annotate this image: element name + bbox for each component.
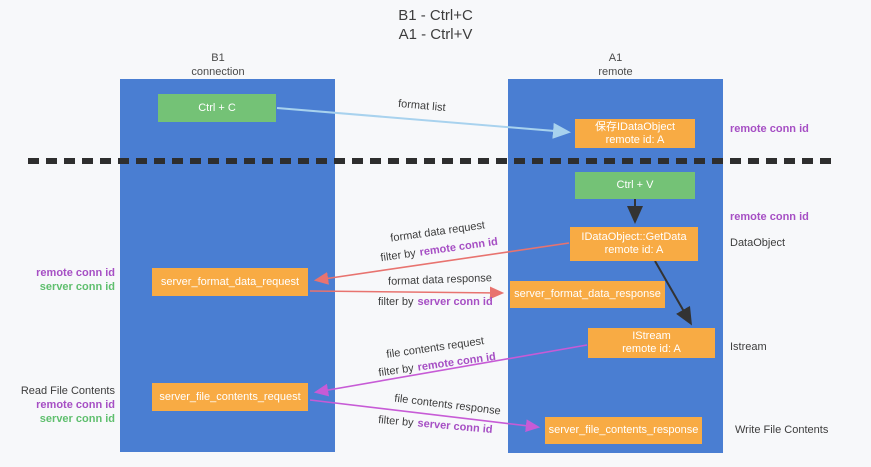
node-save-idataobject-line1: 保存IDataObject (594, 120, 676, 133)
label-server-conn-id-left2: server conn id (39, 413, 115, 425)
node-istream-line2: remote id: A (622, 343, 681, 355)
label-remote-conn-id-top: remote conn id (730, 123, 809, 135)
left-column-subtitle: connection (191, 66, 245, 78)
label-write-file-contents: Write File Contents (735, 424, 829, 436)
filter-server-conn-id: server conn id (417, 296, 493, 308)
node-server-file-contents-request-label: server_file_contents_request (159, 390, 301, 403)
arrow-format-data-request (313, 242, 570, 285)
arrow-getdata-to-istream (654, 260, 692, 326)
filter-by-text: filter by (378, 296, 414, 308)
label-remote-conn-id-mid: remote conn id (730, 211, 809, 223)
label-dataobject: DataObject (730, 237, 786, 249)
node-server-file-contents-response-label: server_file_contents_response (548, 424, 699, 436)
title-line-2: A1 - Ctrl+V (398, 26, 473, 43)
arrow-format-list (276, 107, 571, 139)
node-server-file-contents-response: server_file_contents_response (545, 417, 702, 444)
right-column-name: A1 (608, 52, 623, 64)
node-save-idataobject: 保存IDataObject remote id: A (575, 119, 695, 148)
node-ctrl-v: Ctrl + V (575, 172, 695, 199)
label-remote-conn-id-left2: remote conn id (36, 399, 115, 411)
label-server-conn-id-left: server conn id (39, 281, 115, 293)
dashed-separator-line (28, 158, 838, 164)
left-column-header: B1 connection (120, 51, 316, 79)
title-line-1: B1 - Ctrl+C (398, 7, 473, 24)
node-idataobject-getdata: IDataObject::GetData remote id: A (570, 227, 698, 261)
node-istream: IStream remote id: A (588, 328, 715, 358)
node-server-format-data-response: server_format_data_response (510, 281, 665, 308)
label-read-file-contents: Read File Contents (20, 385, 115, 397)
node-istream-line1: IStream (632, 330, 671, 342)
arrow-format-data-response (309, 286, 505, 300)
page-title: B1 - Ctrl+C A1 - Ctrl+V (0, 6, 871, 44)
left-column-name: B1 (211, 52, 225, 64)
node-getdata-line2: remote id: A (604, 244, 664, 256)
label-istream: Istream (730, 341, 767, 353)
right-column-subtitle: remote (598, 66, 633, 78)
node-server-format-data-response-label: server_format_data_response (514, 288, 661, 300)
left-conn-ids-block: remote conn id server conn id (0, 266, 115, 294)
label-remote-conn-id-left: remote conn id (36, 267, 115, 279)
read-file-block: Read File Contents remote conn id server… (0, 384, 115, 426)
node-ctrl-c: Ctrl + C (158, 94, 276, 122)
right-column-header: A1 remote (508, 51, 723, 79)
node-getdata-line1: IDataObject::GetData (581, 231, 687, 243)
node-server-format-data-request-label: server_format_data_request (160, 275, 300, 288)
node-save-idataobject-line2: remote id: A (605, 133, 665, 146)
node-ctrl-c-label: Ctrl + C (198, 101, 236, 114)
node-server-format-data-request: server_format_data_request (152, 268, 308, 296)
node-ctrl-v-label: Ctrl + V (616, 179, 654, 191)
arrow-file-contents-request (313, 344, 588, 397)
node-server-file-contents-request: server_file_contents_request (152, 383, 308, 411)
arrow-file-contents-response (309, 399, 541, 433)
